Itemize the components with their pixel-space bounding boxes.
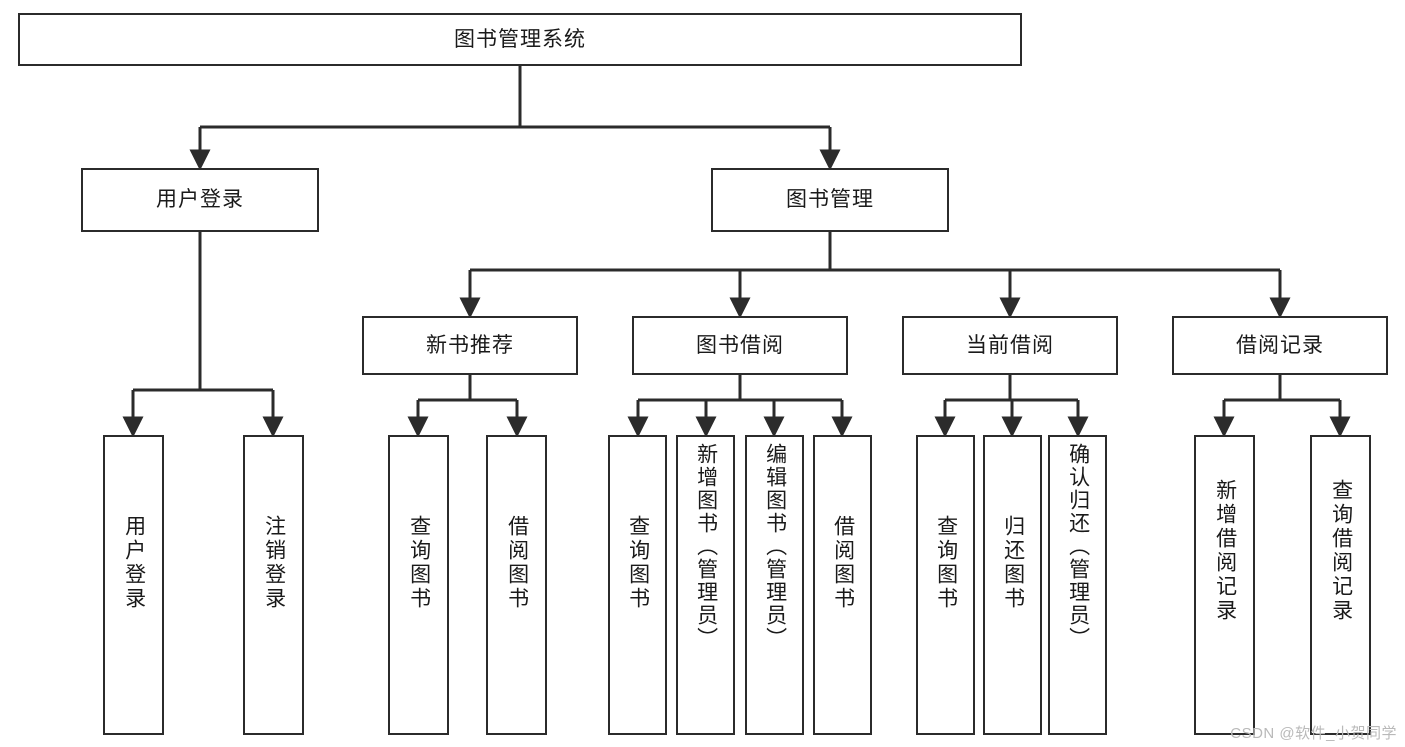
- node-book-borrow[interactable]: 图书借阅: [632, 316, 848, 375]
- node-root[interactable]: 图书管理系统: [18, 13, 1022, 66]
- node-borrow-record[interactable]: 借阅记录: [1172, 316, 1388, 375]
- node-book-borrow-label: 图书借阅: [696, 333, 784, 357]
- leaf-add-book-admin-label: 新增图书（管理员）: [694, 443, 718, 650]
- leaf-borrow-book-newrec[interactable]: 借阅图书: [486, 435, 547, 735]
- node-root-label: 图书管理系统: [454, 27, 586, 51]
- node-borrow-record-label: 借阅记录: [1236, 333, 1324, 357]
- leaf-return-book-label: 归还图书: [1001, 515, 1025, 611]
- leaf-user-login-label: 用户登录: [122, 515, 146, 611]
- node-book-management-label: 图书管理: [786, 188, 874, 212]
- leaf-add-book-admin[interactable]: 新增图书（管理员）: [676, 435, 735, 735]
- watermark: CSDN @软件_小贺同学: [1230, 725, 1397, 742]
- leaf-borrow-book[interactable]: 借阅图书: [813, 435, 872, 735]
- leaf-edit-book-admin-label: 编辑图书（管理员）: [763, 443, 787, 650]
- leaf-query-borrow-record[interactable]: 查询借阅记录: [1310, 435, 1371, 735]
- leaf-confirm-return-admin[interactable]: 确认归还（管理员）: [1048, 435, 1107, 735]
- leaf-logout[interactable]: 注销登录: [243, 435, 304, 735]
- leaf-query-book-newrec-label: 查询图书: [407, 515, 431, 611]
- leaf-logout-label: 注销登录: [262, 515, 286, 611]
- node-new-book-recommend-label: 新书推荐: [426, 333, 514, 357]
- leaf-add-borrow-record[interactable]: 新增借阅记录: [1194, 435, 1255, 735]
- leaf-confirm-return-admin-label: 确认归还（管理员）: [1066, 443, 1090, 650]
- node-book-management[interactable]: 图书管理: [711, 168, 949, 232]
- leaf-edit-book-admin[interactable]: 编辑图书（管理员）: [745, 435, 804, 735]
- leaf-query-book-current[interactable]: 查询图书: [916, 435, 975, 735]
- node-current-borrow-label: 当前借阅: [966, 333, 1054, 357]
- node-user-login-label: 用户登录: [156, 188, 244, 212]
- leaf-add-borrow-record-label: 新增借阅记录: [1213, 479, 1237, 623]
- leaf-user-login[interactable]: 用户登录: [103, 435, 164, 735]
- leaf-return-book[interactable]: 归还图书: [983, 435, 1042, 735]
- leaf-query-book-newrec[interactable]: 查询图书: [388, 435, 449, 735]
- leaf-query-book-borrow[interactable]: 查询图书: [608, 435, 667, 735]
- leaf-query-book-current-label: 查询图书: [934, 515, 958, 611]
- leaf-borrow-book-newrec-label: 借阅图书: [505, 515, 529, 611]
- node-new-book-recommend[interactable]: 新书推荐: [362, 316, 578, 375]
- leaf-query-borrow-record-label: 查询借阅记录: [1329, 479, 1353, 623]
- leaf-query-book-borrow-label: 查询图书: [626, 515, 650, 611]
- leaf-borrow-book-label: 借阅图书: [831, 515, 855, 611]
- node-current-borrow[interactable]: 当前借阅: [902, 316, 1118, 375]
- node-user-login[interactable]: 用户登录: [81, 168, 319, 232]
